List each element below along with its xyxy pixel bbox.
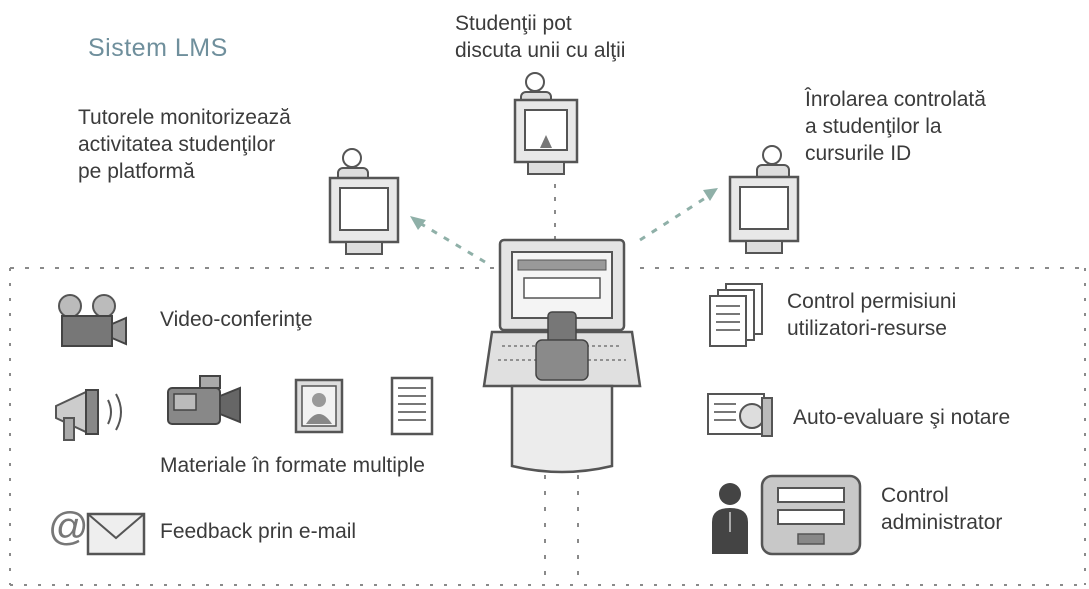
label-admin-line-2: administrator (881, 511, 1003, 534)
link-to-enrollment (639, 193, 711, 242)
picture-icon (294, 378, 344, 434)
megaphone-icon (55, 389, 122, 441)
film-projector-icon (58, 294, 127, 347)
label-tutor-line-1: Tutorele monitorizează (78, 106, 291, 129)
document-icon (390, 376, 434, 436)
admin-panel-icon (760, 474, 862, 556)
label-tutor-line-2: activitatea studenţilor (78, 133, 276, 156)
server-laptop-icon (482, 238, 642, 474)
email-icon: @ (48, 505, 146, 556)
person-icon (712, 483, 748, 554)
label-self-eval: Auto-evaluare şi notare (793, 406, 1011, 429)
evaluation-sheet-icon (707, 393, 773, 437)
label-enrollment-line-2: a studenţilor la (805, 115, 942, 138)
label-discussion: Studenţii pot discuta unii cu alţii (455, 10, 625, 64)
svg-text:@: @ (48, 505, 89, 549)
camcorder-icon (167, 375, 241, 425)
label-admin: Control administrator (881, 482, 1002, 536)
label-tutor: Tutorele monitorizează activitatea stude… (78, 104, 291, 185)
arrow-to-enrollment (703, 188, 718, 201)
discussion-user-computer-icon (513, 72, 579, 175)
arrow-to-tutor (410, 216, 426, 230)
label-permissions-line-1: Control permisiuni (787, 290, 957, 313)
document-stack-icon (709, 283, 763, 347)
link-to-tutor (417, 220, 486, 264)
label-feedback: Feedback prin e-mail (160, 520, 357, 543)
label-enrollment-line-1: Înrolarea controlată (805, 88, 986, 111)
label-permissions: Control permisiuni utilizatori-resurse (787, 288, 956, 342)
label-permissions-line-2: utilizatori-resurse (787, 317, 947, 340)
tutor-user-computer-icon (328, 148, 400, 255)
label-admin-line-1: Control (881, 484, 949, 507)
diagram-title: Sistem LMS (88, 34, 228, 62)
label-enrollment: Înrolarea controlată a studenţilor la cu… (805, 86, 986, 167)
label-discussion-line-2: discuta unii cu alţii (455, 39, 626, 62)
label-discussion-line-1: Studenţii pot (455, 12, 572, 35)
label-tutor-line-3: pe platformă (78, 160, 195, 183)
enrollment-user-computer-icon (728, 145, 800, 254)
label-video: Video-conferinţe (160, 308, 313, 331)
label-materials: Materiale în formate multiple (160, 454, 425, 477)
label-enrollment-line-3: cursurile ID (805, 142, 912, 165)
